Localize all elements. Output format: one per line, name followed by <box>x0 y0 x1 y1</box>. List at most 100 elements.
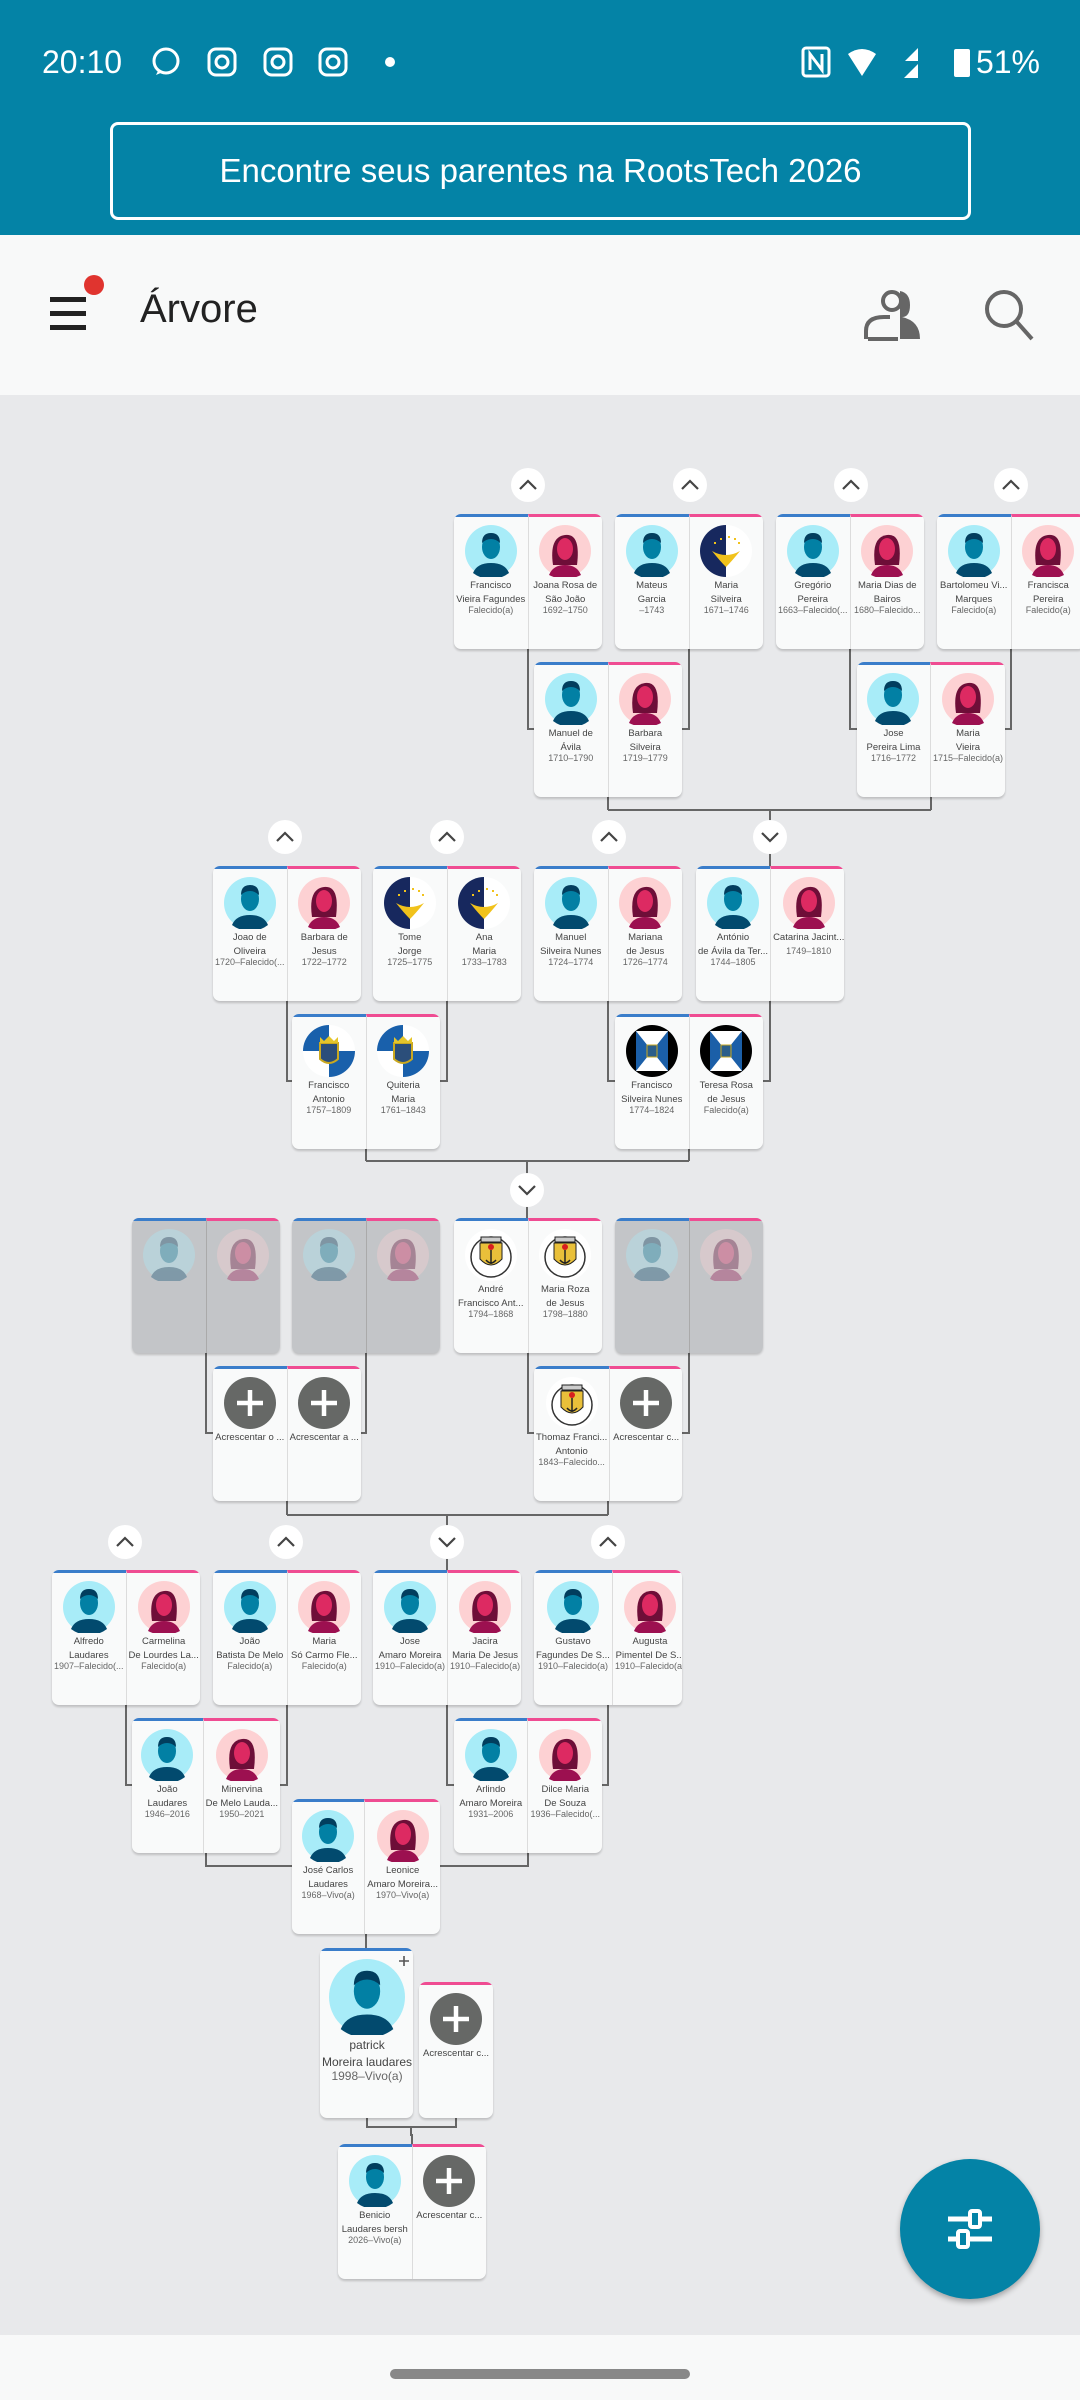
person-tile[interactable] <box>132 1218 206 1353</box>
search-icon[interactable] <box>982 287 1038 343</box>
expand-ancestors-button[interactable] <box>430 820 464 854</box>
add-spouse-card[interactable]: Acrescentar c... <box>419 1982 493 2118</box>
add-person-tile[interactable]: Acrescentar a ... <box>286 1366 361 1501</box>
expand-ancestors-button[interactable] <box>834 468 868 502</box>
expand-ancestors-button[interactable] <box>511 468 545 502</box>
person-tile[interactable] <box>292 1218 366 1353</box>
add-person-tile[interactable]: Acrescentar c... <box>419 1982 493 2118</box>
collapse-button[interactable] <box>510 1173 544 1207</box>
unknown-couple-card[interactable] <box>132 1218 280 1353</box>
person-tile[interactable] <box>205 1218 280 1353</box>
menu-icon[interactable] <box>50 297 90 331</box>
unknown-couple-card[interactable] <box>615 1218 763 1353</box>
expand-ancestors-button[interactable] <box>268 820 302 854</box>
person-tile[interactable] <box>365 1218 440 1353</box>
expand-ancestors-button[interactable] <box>592 820 626 854</box>
home-handle[interactable] <box>390 2369 690 2379</box>
collapse-button[interactable] <box>753 820 787 854</box>
expand-ancestors-button[interactable] <box>108 1525 142 1559</box>
rootstech-banner-button[interactable]: Encontre seus parentes na RootsTech 2026 <box>110 122 971 220</box>
plus-icon[interactable] <box>398 1955 410 1967</box>
person-tile[interactable] <box>688 1218 763 1353</box>
expand-ancestors-button[interactable] <box>994 468 1028 502</box>
person-tile[interactable] <box>615 1218 689 1353</box>
expand-ancestors-button[interactable] <box>673 468 707 502</box>
person-tile[interactable]: Catarina Jacint...1749–1810 <box>770 866 844 1001</box>
unknown-couple-card[interactable] <box>292 1218 440 1353</box>
expand-ancestors-button[interactable] <box>591 1525 625 1559</box>
add-person-tile[interactable]: Acrescentar o ... <box>213 1366 287 1501</box>
filter-button[interactable] <box>900 2159 1040 2299</box>
add-person-tile[interactable]: Acrescentar c... <box>411 2144 486 2279</box>
people-icon[interactable] <box>860 287 924 343</box>
couple-card[interactable]: Acrescentar o ...Acrescentar a ... <box>213 1366 361 1501</box>
expand-ancestors-button[interactable] <box>269 1525 303 1559</box>
